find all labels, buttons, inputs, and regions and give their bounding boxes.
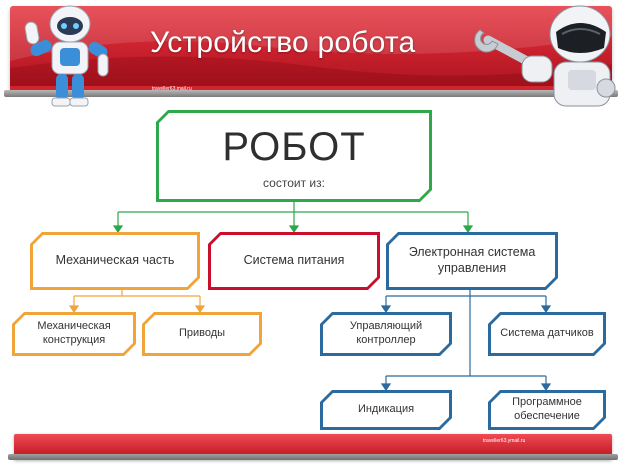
mechanical-box: Механическая часть <box>30 232 200 290</box>
controller-label: Управляющий контроллер <box>349 320 423 346</box>
robot-wrench-icon <box>474 5 616 107</box>
header-email: traveller63.mail.ru <box>152 86 192 92</box>
footer-edge <box>8 454 618 460</box>
indication-label: Индикация <box>357 403 415 416</box>
mechanical-construction-box: Механическая конструкция <box>12 312 136 356</box>
power-box: Система питания <box>208 232 380 290</box>
mechanical-label: Механическая часть <box>55 253 175 268</box>
page-title: Устройство робота <box>150 26 416 59</box>
banner-strip <box>10 86 612 92</box>
root-title: РОБОТ <box>222 124 366 169</box>
control-box: Электронная система управления <box>386 232 558 290</box>
power-label: Система питания <box>243 253 345 268</box>
drives-label: Приводы <box>178 327 226 340</box>
banner-edge <box>4 90 618 97</box>
control-label: Электронная система управления <box>408 245 536 275</box>
robot-left-icon <box>24 5 109 107</box>
controller-box: Управляющий контроллер <box>320 312 452 356</box>
sensors-label: Система датчиков <box>500 327 594 340</box>
root-box: РОБОТ состоит из: <box>156 110 432 202</box>
drives-box: Приводы <box>142 312 262 356</box>
sensors-box: Система датчиков <box>488 312 606 356</box>
indication-box: Индикация <box>320 390 452 430</box>
mechanical-construction-label: Механическая конструкция <box>37 320 111 346</box>
footer-email: traveller63.ymail.ru <box>483 438 526 444</box>
software-label: Программное обеспечение <box>512 396 582 422</box>
root-subtitle: состоит из: <box>263 175 325 190</box>
software-box: Программное обеспечение <box>488 390 606 430</box>
